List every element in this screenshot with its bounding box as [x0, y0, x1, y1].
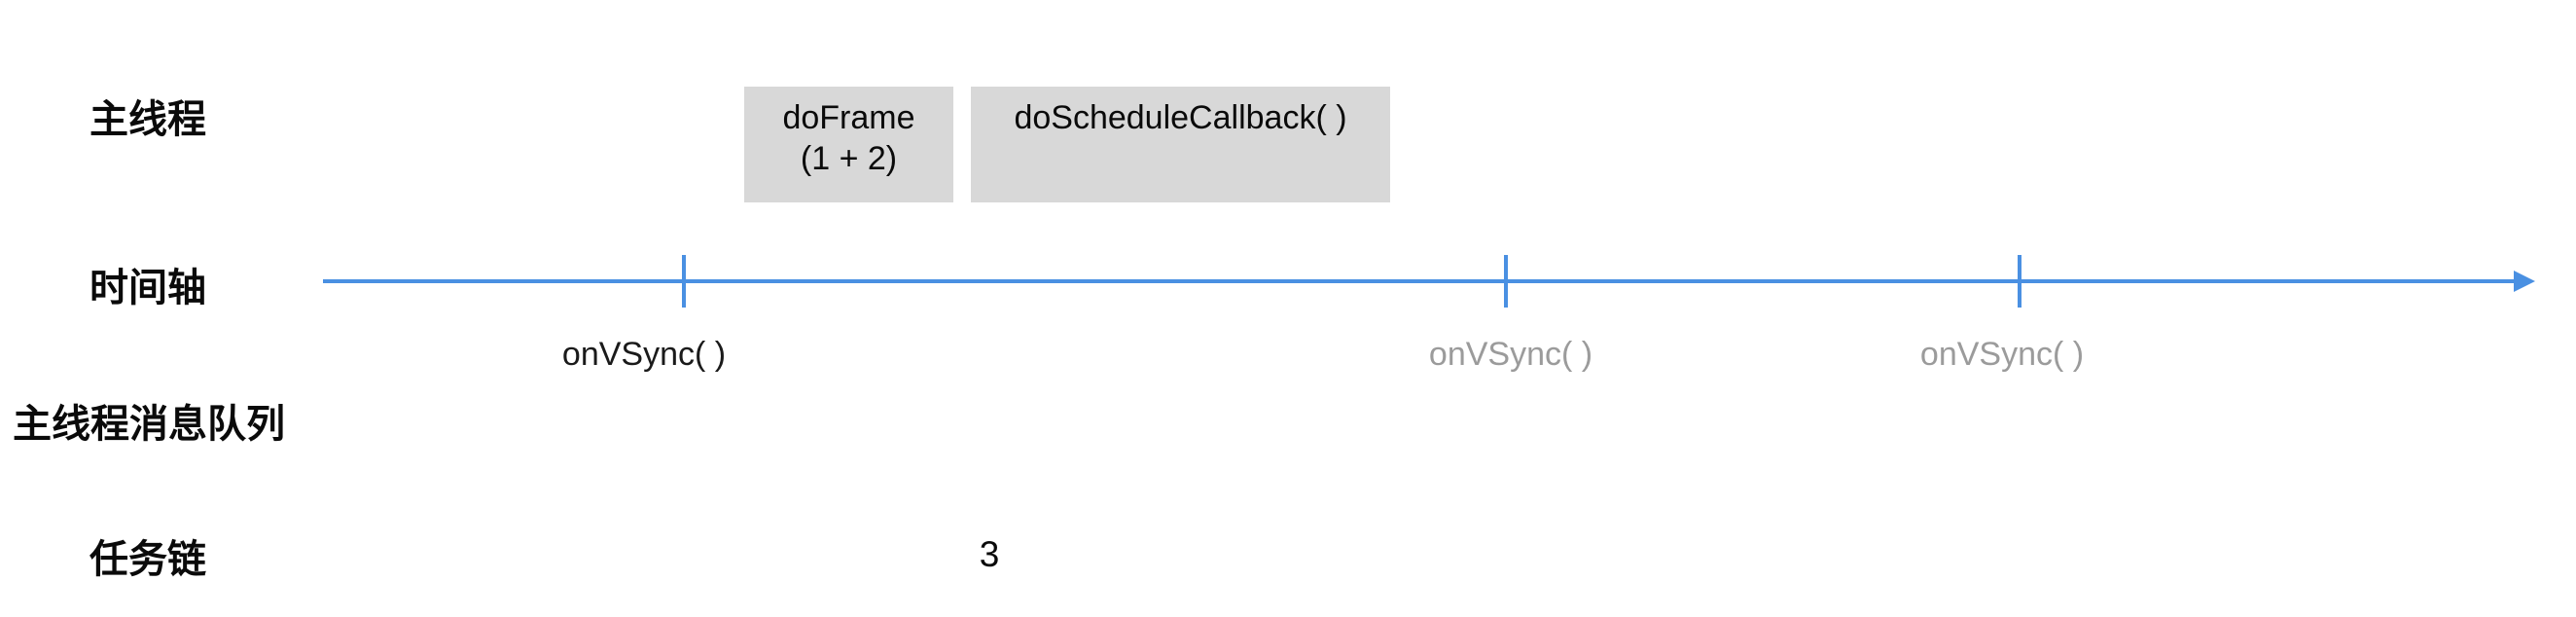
vsync-label-2: onVSync( ) — [1428, 336, 1593, 373]
task-chain-count: 3 — [979, 534, 1000, 574]
timeline-axis-line — [323, 279, 2518, 283]
message-queue-row-label: 主线程消息队列 — [13, 403, 285, 446]
doframe-call-box: doFrame (1 + 2) — [744, 87, 953, 202]
doschedulecallback-call-box-line1: doScheduleCallback( ) — [1014, 99, 1347, 136]
doframe-call-box-line1: doFrame — [782, 99, 915, 136]
doframe-call-box-line2: (1 + 2) — [800, 140, 898, 177]
vsync-tick-2 — [1504, 255, 1508, 308]
timeline-row-label: 时间轴 — [89, 267, 206, 309]
vsync-tick-3 — [2018, 255, 2021, 308]
main-thread-row-label: 主线程 — [89, 98, 206, 141]
vsync-tick-1 — [682, 255, 686, 308]
vsync-label-3: onVSync( ) — [1919, 336, 2085, 373]
doschedulecallback-call-box: doScheduleCallback( ) — [971, 87, 1390, 202]
vsync-label-1: onVSync( ) — [561, 336, 727, 373]
task-chain-row-label: 任务链 — [89, 538, 206, 581]
timeline-axis-arrowhead-icon — [2514, 271, 2535, 292]
